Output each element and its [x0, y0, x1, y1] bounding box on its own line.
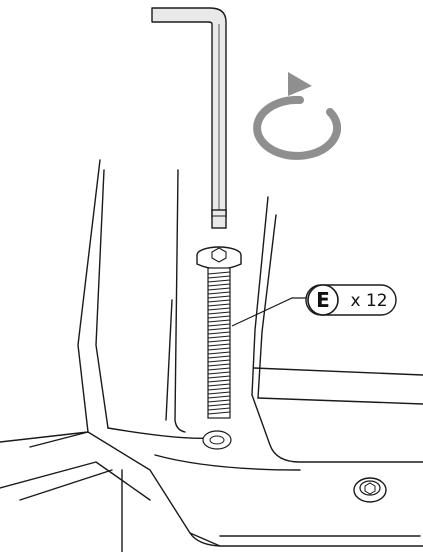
bolt-thread [207, 359, 231, 363]
bolt-thread [207, 395, 231, 399]
bolt-thread [207, 327, 231, 331]
bolt-thread [207, 383, 231, 387]
bolt-thread [207, 331, 231, 335]
bolt-thread [207, 343, 231, 347]
part-quantity: x 12 [350, 291, 387, 311]
bolt-thread [207, 351, 231, 355]
bolt-thread [207, 391, 231, 395]
bolt-thread [207, 283, 231, 287]
bolt-thread [207, 375, 231, 379]
rotate-clockwise-arrow-icon [253, 72, 342, 160]
bolt-thread [207, 299, 231, 303]
bolt-thread [207, 339, 231, 343]
bolt-thread [207, 367, 231, 371]
bolt-thread [207, 371, 231, 375]
bolt-thread [207, 315, 231, 319]
bolt-thread [207, 387, 231, 391]
bolt-thread [207, 411, 231, 415]
bolt-thread [207, 319, 231, 323]
bolt-thread [207, 307, 231, 311]
bolt-thread [207, 275, 231, 279]
hex-socket-bolt-icon [196, 246, 242, 450]
part-callout: E x 12 [305, 284, 397, 316]
bolt-thread [207, 311, 231, 315]
hex-key-icon [151, 7, 227, 229]
bolt-thread [207, 363, 231, 367]
bolt-thread [207, 355, 231, 359]
bolt-thread [207, 407, 231, 411]
bolt-thread [207, 323, 231, 327]
part-letter: E [316, 288, 330, 312]
bolt-thread [207, 399, 231, 403]
bolt-thread [207, 379, 231, 383]
bolt-thread [207, 271, 231, 275]
bolt-thread [207, 335, 231, 339]
bolt-thread [207, 403, 231, 407]
bolt-thread [207, 303, 231, 307]
bolt-cap-icon [353, 477, 387, 503]
callout-leader-line [231, 297, 306, 327]
chair-frame [0, 159, 423, 552]
bolt-thread [207, 287, 231, 291]
bolt-thread [207, 291, 231, 295]
bolt-thread [207, 279, 231, 283]
bolt-thread [207, 295, 231, 299]
bolt-thread [207, 347, 231, 351]
